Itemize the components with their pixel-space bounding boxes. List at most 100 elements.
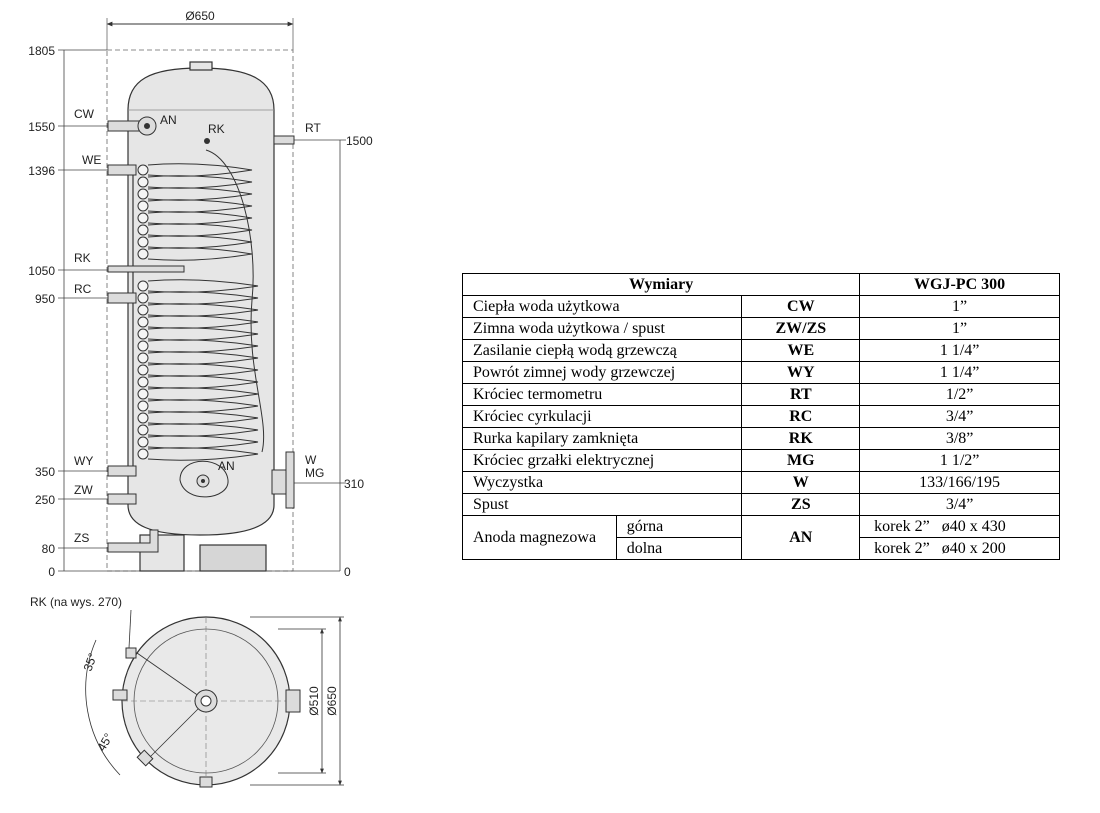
left-connection-labels: CW WE RK RC WY ZW ZS: [74, 107, 101, 545]
svg-text:MG: MG: [305, 466, 324, 480]
we-pipe: [107, 164, 137, 176]
row-value: 1 1/4”: [859, 361, 1060, 384]
svg-text:AN: AN: [160, 113, 177, 127]
plan-d650: Ø650: [325, 686, 339, 716]
row-value: 3/4”: [859, 493, 1060, 516]
coil-loop-left: [137, 176, 149, 188]
svg-text:0: 0: [48, 565, 55, 579]
row-name: Rurka kapilary zamknięta: [461, 427, 743, 450]
coil-loop-left: [137, 448, 149, 460]
row-name: Króciec termometru: [461, 383, 743, 406]
right-mark-310: 310: [344, 477, 364, 491]
row-name: Króciec grzałki elektrycznej: [461, 449, 743, 472]
plan-diameter-dimensions: [250, 616, 344, 786]
zw-pipe: [107, 493, 137, 505]
coil-loop-left: [137, 340, 149, 352]
table-row-anode-bottom: dolna korek 2” ø40 x 200: [463, 537, 1060, 560]
coil-loop-left: [137, 224, 149, 236]
row-value: 1”: [859, 295, 1060, 318]
rk-pipe: [107, 265, 185, 273]
header-model: WGJ-PC 300: [859, 273, 1060, 296]
svg-text:1050: 1050: [28, 264, 55, 278]
coil-loop-left: [137, 436, 149, 448]
coil-loop-left: [137, 316, 149, 328]
right-mark-0: 0: [344, 565, 351, 579]
svg-text:RT: RT: [305, 121, 321, 135]
height-marks: 1805 1550 1396 1050 950 350 250 80 0: [28, 44, 55, 579]
row-value: 3/4”: [859, 405, 1060, 428]
tank-body: [127, 61, 275, 572]
inner-baffle: [205, 149, 265, 453]
row-value: 133/166/195: [859, 471, 1060, 494]
row-name: Króciec cyrkulacji: [461, 405, 743, 428]
coil-loop-left: [137, 248, 149, 260]
anode-code: AN: [741, 515, 861, 560]
coil-loop-left: [137, 364, 149, 376]
svg-text:CW: CW: [74, 107, 95, 121]
rt-pipe: [273, 135, 295, 145]
svg-text:1396: 1396: [28, 164, 55, 178]
header-wymiary: Wymiary: [461, 273, 861, 296]
coil-loop-left: [137, 212, 149, 224]
row-name: Zimna woda użytkowa / spust: [461, 317, 743, 340]
row-code: WY: [741, 361, 861, 384]
svg-text:1550: 1550: [28, 120, 55, 134]
row-name: Spust: [461, 493, 743, 516]
row-value: 3/8”: [859, 427, 1060, 450]
svg-text:RK: RK: [74, 251, 91, 265]
rc-pipe: [107, 292, 137, 304]
coil-loop-left: [137, 200, 149, 212]
svg-text:W: W: [305, 453, 317, 467]
an-top-fitting: [137, 116, 157, 136]
row-code: WE: [741, 339, 861, 362]
plan-view: [112, 616, 301, 788]
lower-inspection-opening: [179, 460, 229, 498]
right-height-axis: [293, 139, 346, 571]
left-height-axis: [58, 49, 340, 572]
row-code: RT: [741, 383, 861, 406]
row-code: RC: [741, 405, 861, 428]
anode-top-value: korek 2” ø40 x 430: [859, 515, 1060, 538]
cw-pipe: [107, 120, 141, 132]
row-value: 1 1/2”: [859, 449, 1060, 472]
row-value: 1/2”: [859, 383, 1060, 406]
coil-loop-left: [137, 352, 149, 364]
row-value: 1 1/4”: [859, 339, 1060, 362]
svg-text:WY: WY: [74, 454, 93, 468]
row-name: Wyczystka: [461, 471, 743, 494]
coil-loop-left: [137, 412, 149, 424]
zs-pipe: [107, 529, 159, 553]
row-name: Powrót zimnej wody grzewczej: [461, 361, 743, 384]
w-flange: [285, 451, 295, 509]
anode-top-label: górna: [615, 515, 743, 538]
anode-bottom-label: dolna: [615, 537, 743, 560]
row-code: MG: [741, 449, 861, 472]
plan-angle-45: 45°: [94, 731, 115, 754]
right-mark-1500: 1500: [346, 134, 373, 148]
svg-text:ZS: ZS: [74, 531, 89, 545]
coil-loop-left: [137, 400, 149, 412]
wy-pipe: [107, 465, 137, 477]
row-name: Zasilanie ciepłą wodą grzewczą: [461, 339, 743, 362]
coil-loop-left: [137, 280, 149, 292]
plan-d510: Ø510: [307, 686, 321, 716]
svg-text:RK: RK: [208, 122, 225, 136]
row-code: ZW/ZS: [741, 317, 861, 340]
coil-loop-left: [137, 188, 149, 200]
coil-loop-left: [137, 164, 149, 176]
fitting-labels: AN RK RT AN W MG: [160, 113, 324, 480]
anode-bottom-value: korek 2” ø40 x 200: [859, 537, 1060, 560]
svg-text:RC: RC: [74, 282, 92, 296]
svg-text:250: 250: [35, 493, 55, 507]
row-code: ZS: [741, 493, 861, 516]
row-value: 1”: [859, 317, 1060, 340]
svg-text:80: 80: [42, 542, 56, 556]
row-code: CW: [741, 295, 861, 318]
